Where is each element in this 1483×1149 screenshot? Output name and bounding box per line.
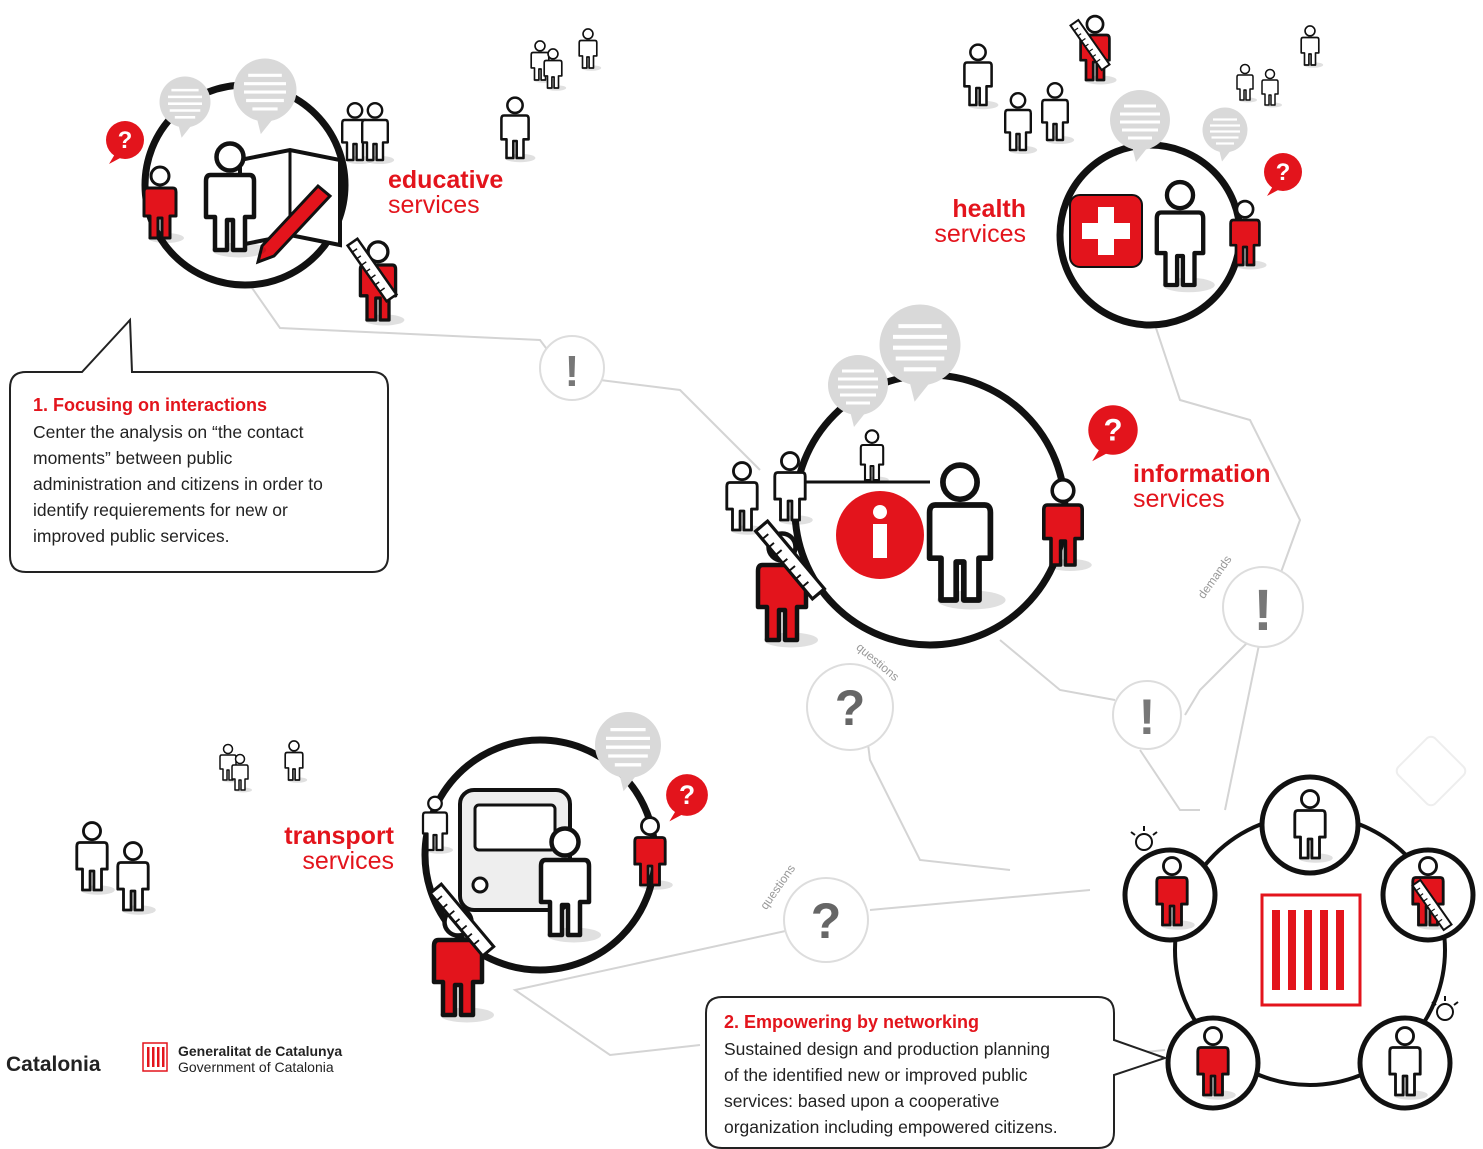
callout-networking-heading: 2. Empowering by networking: [724, 1012, 980, 1032]
transport-services-hub: [421, 710, 708, 974]
transport-subtitle: services: [302, 847, 394, 875]
information-title: information: [1133, 460, 1271, 488]
svg-text:?: ?: [811, 893, 842, 949]
educative-services-label: educative services: [388, 168, 503, 218]
svg-text:?: ?: [835, 680, 866, 736]
connector-lines: [249, 284, 1302, 1057]
callout-interactions-heading: 1. Focusing on interactions: [33, 395, 268, 415]
svg-text:!: !: [1139, 689, 1156, 745]
first-aid-icon: [1069, 194, 1143, 268]
callout-networking-line-1: Sustained design and production planning: [724, 1039, 1050, 1059]
transport-services-label: transport services: [250, 824, 394, 874]
pencil-icon: [255, 183, 333, 265]
callout-networking-line-4: organization including empowered citizen…: [724, 1117, 1058, 1137]
network-ring: [1122, 774, 1476, 1111]
callout-interactions-line-3: administration and citizens in order to: [33, 474, 323, 494]
generalitat-logo-icon: [142, 1042, 168, 1072]
educative-subtitle: services: [388, 191, 480, 219]
health-subtitle: services: [934, 220, 1026, 248]
callout-interactions: 1. Focusing on interactions Center the a…: [33, 395, 383, 549]
svg-text:!: !: [1253, 578, 1272, 643]
faint-diamond-shape: [1395, 735, 1467, 807]
educative-title: educative: [388, 166, 504, 194]
connector-node-exclaim-3: !: [1112, 680, 1182, 750]
lightbulb-icon-2: [1431, 996, 1459, 1021]
connector-node-exclaim-2: !: [1222, 566, 1304, 648]
callout-networking-line-3: services: based upon a cooperative: [724, 1091, 1000, 1111]
generalitat-wordmark: Generalitat de Catalunya Government of C…: [178, 1043, 342, 1075]
callout-interactions-line-4: identify requierements for new or: [33, 500, 288, 520]
information-services-label: information services: [1133, 462, 1271, 512]
generalitat-name: Generalitat de Catalunya: [178, 1043, 343, 1059]
callout-2-frame: [705, 996, 1169, 1149]
lightbulb-icon: [1130, 826, 1158, 851]
information-subtitle: services: [1133, 485, 1225, 513]
svg-text:!: !: [565, 347, 580, 396]
callout-networking-line-2: of the identified new or improved public: [724, 1065, 1028, 1085]
connector-node-question-2: ?: [783, 877, 869, 963]
callout-interactions-line-5: improved public services.: [33, 526, 230, 546]
transport-title: transport: [284, 822, 394, 850]
info-icon: [836, 491, 924, 579]
educative-services-hub: [106, 56, 349, 289]
generalitat-emblem: [1260, 893, 1362, 1007]
callout-interactions-line-2: moments” between public: [33, 448, 233, 468]
health-services-hub: [1056, 88, 1302, 329]
catalonia-wordmark: Catalonia: [6, 1053, 101, 1076]
connector-node-question-1: ?: [806, 663, 894, 751]
callout-networking: 2. Empowering by networking Sustained de…: [724, 1012, 1109, 1140]
callout-1-frame: [9, 317, 389, 573]
health-services-label: health services: [900, 197, 1026, 247]
connector-node-exclaim-1: !: [539, 335, 605, 401]
information-services-hub: [791, 305, 1138, 649]
citizens-group-top: [500, 28, 603, 164]
callout-interactions-line-1: Center the analysis on “the contact: [33, 422, 304, 442]
government-name: Government of Catalonia: [178, 1059, 334, 1075]
health-title: health: [952, 195, 1026, 223]
